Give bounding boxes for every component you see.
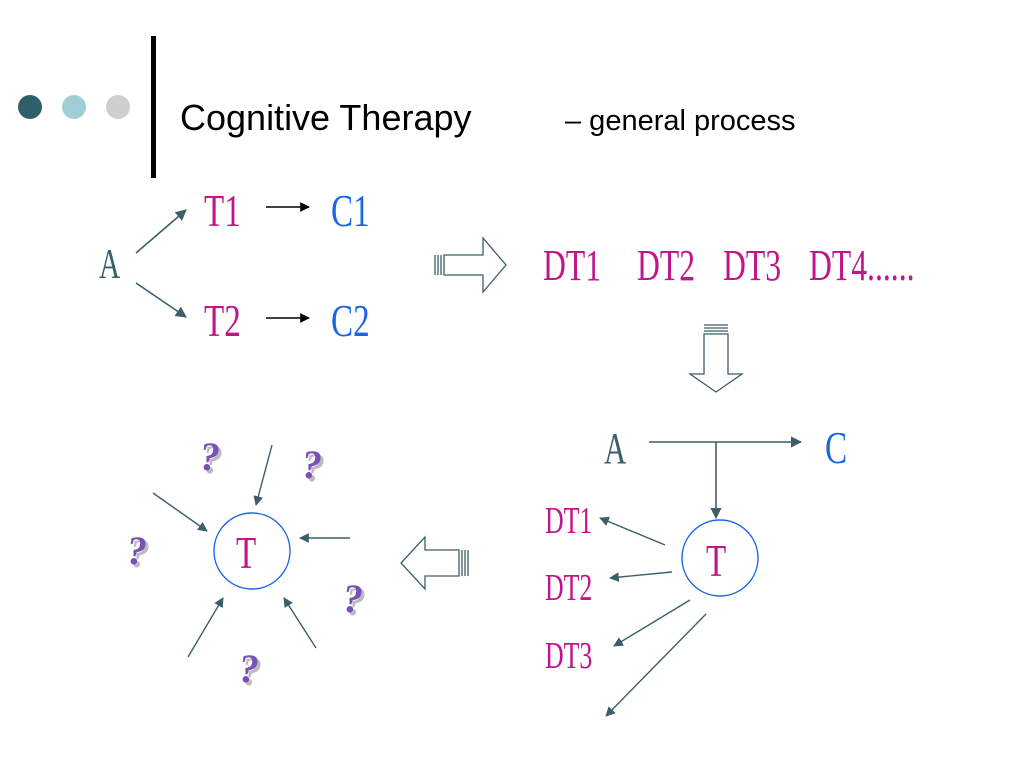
diagram-a-t-c: A T1 T2 C1 C2 [99, 185, 370, 347]
diagram-t-questions: T ? ? ? ? ? ? ? ? ? ? [127, 434, 366, 694]
slide-title: Cognitive Therapy [180, 97, 472, 138]
header-dot-light [106, 95, 130, 119]
node-c1: C1 [331, 185, 370, 237]
header-divider [151, 36, 156, 178]
block-arrow-right [434, 236, 507, 294]
block-arrow-left [400, 535, 469, 591]
node-t1: T1 [204, 185, 241, 237]
arrow-in-topleft [152, 492, 208, 532]
dt-1: DT1 [545, 500, 592, 542]
node-t-3: T [236, 527, 256, 579]
node-t-2: T [706, 535, 726, 587]
arrow-a-t2 [135, 282, 187, 318]
arrow-a-t1 [135, 209, 187, 254]
arrow-t-dt2 [609, 571, 673, 583]
block-arrow-down [687, 324, 745, 393]
arrow-t-dt1 [599, 516, 666, 546]
question-mark-5-front: ? [239, 646, 259, 691]
node-a-2: A [604, 425, 627, 474]
question-mark-5: ? [242, 649, 262, 694]
dt-seq-2: DT2 [637, 242, 695, 290]
dt-sequence: DT1 DT2 DT3 DT4...... [543, 242, 915, 290]
dt-seq-3: DT3 [723, 242, 781, 290]
header-dot-mid [62, 95, 86, 119]
arrow-t-dt4 [605, 613, 707, 717]
header-dot-dark [18, 95, 42, 119]
t-circle-3 [213, 512, 291, 590]
question-marks: ? ? ? ? ? ? ? ? ? ? [127, 434, 366, 694]
dt-seq-1: DT1 [543, 242, 601, 290]
question-mark-3: ? [130, 531, 150, 576]
arrow-in-top [253, 444, 273, 506]
question-mark-1: ? [203, 437, 223, 482]
dt-2: DT2 [545, 567, 592, 609]
dt-3: DT3 [545, 635, 592, 677]
question-mark-1-front: ? [200, 434, 220, 479]
t-circle-2 [681, 519, 759, 597]
diagram-a-c-t: A C T DT1 DT2 DT3 [545, 422, 847, 717]
arrow-in-bottomright [283, 597, 317, 649]
question-mark-2-front: ? [302, 442, 322, 487]
dt-seq-4: DT4...... [809, 242, 915, 290]
question-mark-4-front: ? [343, 576, 363, 621]
node-a: A [99, 241, 120, 287]
node-c-2: C [825, 422, 847, 474]
node-c2: C2 [331, 295, 370, 347]
arrow-in-bottomleft [187, 597, 224, 658]
question-mark-3-front: ? [127, 528, 147, 573]
node-t2: T2 [204, 295, 241, 347]
slide-subtitle: – general process [565, 105, 796, 137]
arrow-t-dt3 [613, 599, 691, 647]
question-mark-2: ? [305, 445, 325, 490]
question-mark-4: ? [346, 579, 366, 624]
